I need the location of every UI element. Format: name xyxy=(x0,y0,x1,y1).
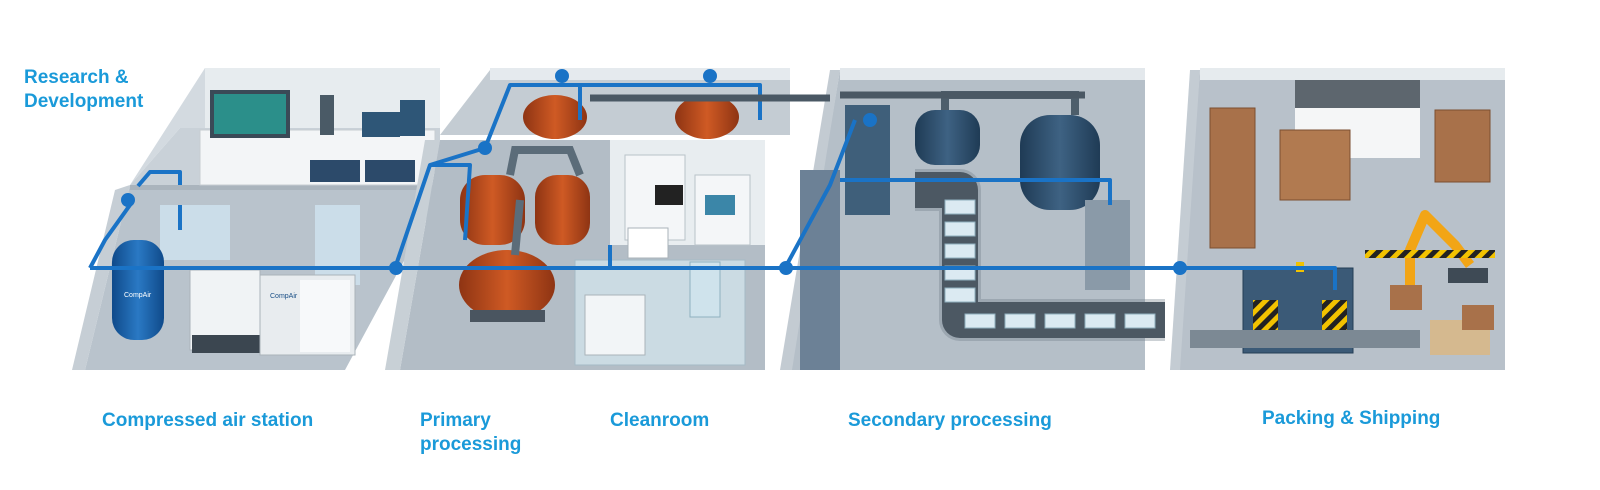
air-room-left-wall xyxy=(72,185,130,370)
air-room-window xyxy=(315,205,360,285)
robot-box xyxy=(1390,285,1422,310)
packing-shipping-room xyxy=(1170,68,1505,370)
blister-pack xyxy=(944,221,976,237)
lab-instrument xyxy=(400,100,425,136)
air-room-window xyxy=(160,205,230,260)
exhaust-duct xyxy=(590,91,1085,102)
label-rnd-line2: Development xyxy=(24,91,144,112)
reactor-vessel xyxy=(675,95,739,139)
air-receiver-tank xyxy=(112,240,164,340)
label-cleanroom: Cleanroom xyxy=(610,410,710,431)
branch-pipe xyxy=(840,178,1112,205)
primary-left-wall xyxy=(385,140,440,370)
compressed-air-room: CompAir CompAir xyxy=(72,68,445,370)
label-research-development: Research & Development xyxy=(24,66,143,114)
lab-drawer xyxy=(310,160,360,182)
branch-pipe xyxy=(136,170,182,188)
label-primary-line2: processing xyxy=(420,434,522,455)
cleanroom-machine xyxy=(689,261,721,318)
cleanroom-hopper xyxy=(627,227,669,259)
vessel-legs xyxy=(470,310,545,322)
packing-left-wall xyxy=(1170,70,1200,370)
branch-pipe xyxy=(393,163,472,269)
pipe-valve xyxy=(703,69,717,83)
reactor-vessel xyxy=(460,175,525,245)
box-stack xyxy=(1434,109,1491,183)
cleanroom-cabinet-window xyxy=(705,195,735,215)
pipe-valve xyxy=(121,193,135,207)
air-room-back-wall xyxy=(130,185,445,190)
cleanroom-cabinet-screen xyxy=(655,185,683,205)
lab-drawer xyxy=(365,160,415,182)
pipe-valve xyxy=(389,261,403,275)
pipe-valve xyxy=(863,113,877,127)
label-primary-line1: Primary xyxy=(420,410,491,431)
upper-room-back-wall xyxy=(490,68,790,80)
pipe-valve xyxy=(779,261,793,275)
pipe-valve xyxy=(555,69,569,83)
air-dryer-base xyxy=(192,335,262,353)
box-stack xyxy=(1462,305,1494,330)
label-secondary-processing: Secondary processing xyxy=(848,410,1052,431)
compressor-panel xyxy=(300,280,350,352)
branch-pipe xyxy=(783,119,857,269)
box-stack xyxy=(1279,129,1351,201)
reactor-vessel xyxy=(535,175,590,245)
tank-brand-text: CompAir xyxy=(124,292,152,299)
label-packing-shipping: Packing & Shipping xyxy=(1262,408,1441,429)
hazard-floor xyxy=(1365,250,1495,258)
robot-base xyxy=(1448,268,1488,283)
reactor-vessel xyxy=(459,250,555,320)
microscope xyxy=(320,95,334,135)
compressor-brand-text: CompAir xyxy=(270,293,298,300)
pipe-valve xyxy=(1173,261,1187,275)
blister-pack xyxy=(944,243,976,259)
blister-pack xyxy=(944,287,976,303)
process-tank xyxy=(1020,115,1100,210)
process-tank xyxy=(915,110,980,165)
primary-processing-room xyxy=(385,68,790,370)
blister-pack xyxy=(944,199,976,215)
blister-pack xyxy=(1084,313,1116,329)
packing-back-wall xyxy=(1200,68,1505,80)
process-machine xyxy=(1085,200,1130,290)
reactor-vessel xyxy=(523,95,587,139)
label-primary-processing: Primary processing xyxy=(420,409,521,457)
blister-pack xyxy=(964,313,996,329)
output-conveyor xyxy=(1190,330,1420,348)
vent-duct xyxy=(506,146,584,177)
branch-pipe xyxy=(429,146,486,167)
label-rnd-line1: Research & xyxy=(24,67,129,88)
blister-pack xyxy=(1124,313,1156,329)
rnd-left-wall xyxy=(130,68,205,185)
air-pipe-network xyxy=(88,69,1337,290)
monitor-screen xyxy=(214,94,286,134)
box-stack xyxy=(1209,107,1256,249)
blister-pack xyxy=(1004,313,1036,329)
label-compressed-air-station: Compressed air station xyxy=(102,410,314,431)
lab-instrument xyxy=(362,112,400,137)
cleanroom-counter xyxy=(584,294,646,356)
blister-pack xyxy=(1044,313,1076,329)
secondary-back-wall xyxy=(840,68,1145,80)
branch-pipe xyxy=(483,83,762,149)
vent-duct xyxy=(511,199,524,256)
loading-door xyxy=(1295,80,1420,108)
pipe-valve xyxy=(478,141,492,155)
branch-pipe xyxy=(1180,266,1337,290)
